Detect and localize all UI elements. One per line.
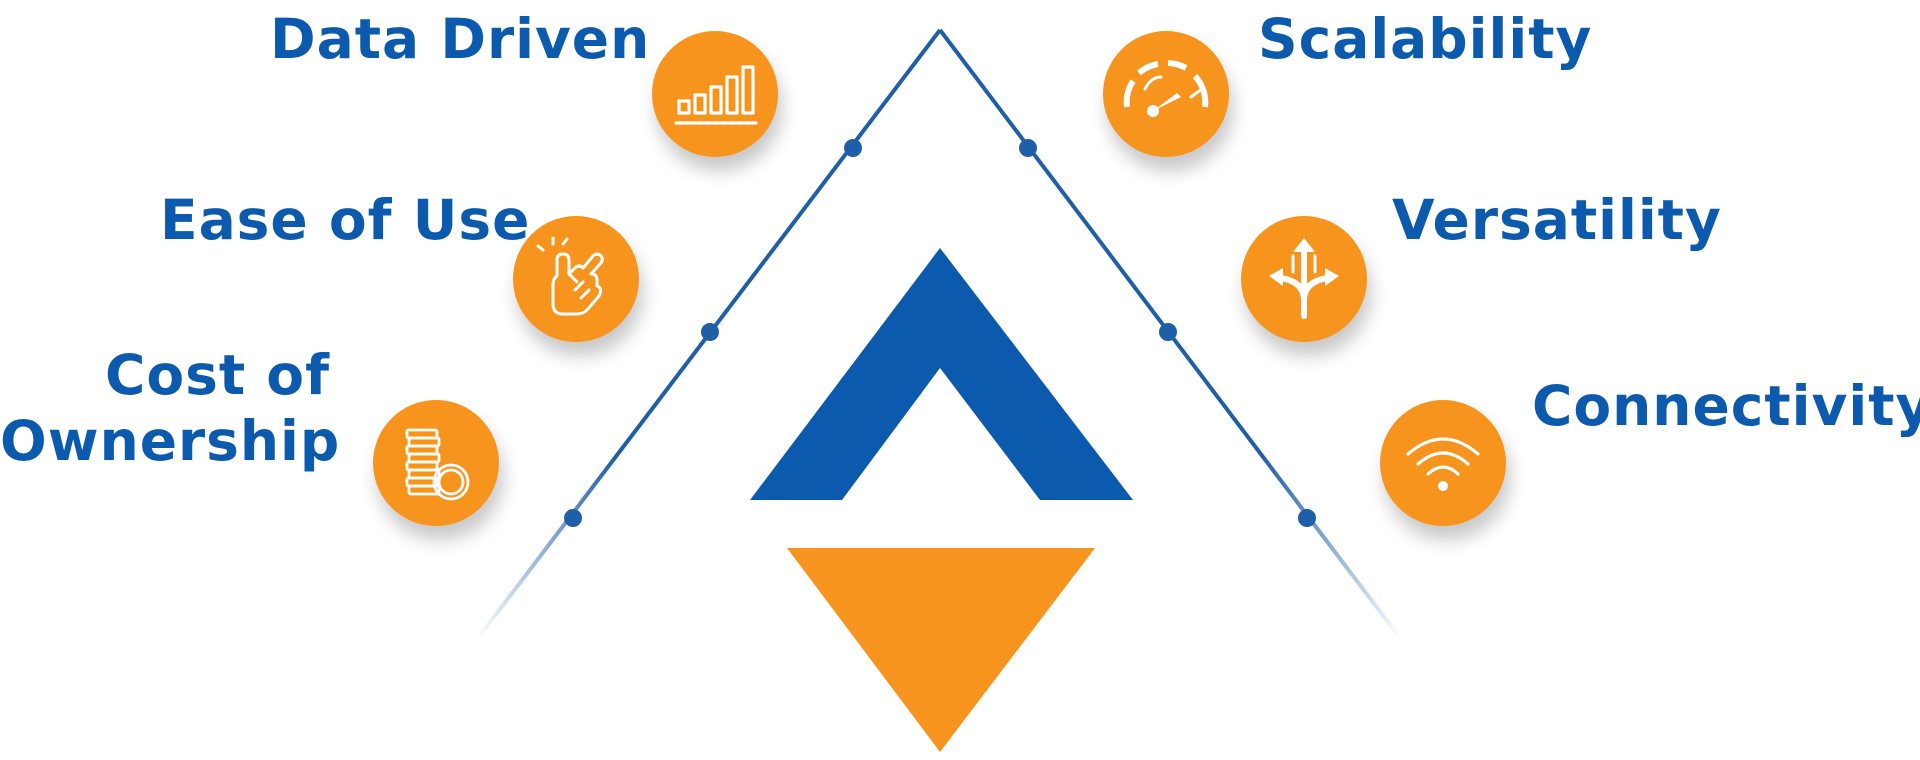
logo-blue-chevron: [750, 248, 1133, 500]
connector-dot: [1159, 323, 1177, 341]
label-ease-of-use: Ease of Use: [160, 188, 531, 252]
label-connectivity: Connectivity: [1532, 374, 1920, 438]
scalability-circle: [1103, 31, 1229, 157]
connectivity-circle: [1380, 400, 1506, 526]
label-data-driven: Data Driven: [270, 7, 651, 71]
speedometer-icon: [1123, 60, 1209, 117]
label-versatility: Versatility: [1392, 188, 1722, 252]
split-arrows-icon: [1269, 238, 1339, 319]
connector-dot: [564, 509, 582, 527]
label-cost-of-ownership-line1: Cost of: [104, 343, 330, 407]
label-scalability: Scalability: [1258, 7, 1593, 71]
bar-chart-icon: [674, 65, 758, 125]
connector-dot: [844, 139, 862, 157]
connector-dot: [701, 323, 719, 341]
data-driven-circle: [652, 31, 778, 157]
cost-of-ownership-circle: [373, 400, 499, 526]
ease-of-use-circle: [513, 216, 639, 342]
pointing-hand-icon: [536, 236, 604, 316]
logo-orange-triangle: [787, 548, 1095, 752]
wifi-icon: [1406, 437, 1480, 491]
label-cost-of-ownership-line2: Ownership: [0, 409, 341, 473]
connector-dot: [1019, 139, 1037, 157]
versatility-circle: [1241, 216, 1367, 342]
connector-dot: [1298, 509, 1316, 527]
coin-stack-icon: [405, 428, 470, 501]
